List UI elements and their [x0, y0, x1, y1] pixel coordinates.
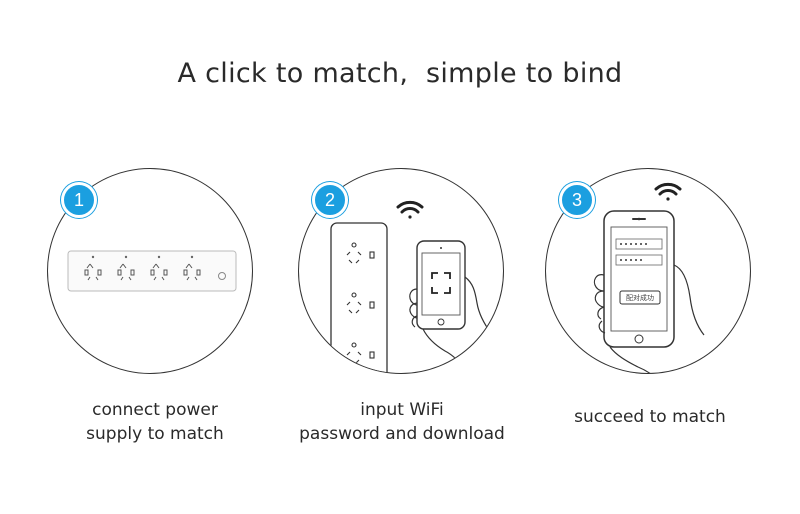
phone-scan-icon: [330, 200, 492, 373]
step-1-illustration: [47, 168, 253, 374]
step-3-caption-line-1: succeed to match: [574, 407, 726, 427]
step-2-caption-line-2: password and download: [299, 424, 505, 444]
headline: A click to match, simple to bind: [177, 58, 623, 89]
step-2: 2: [298, 168, 504, 374]
step-2-caption: input WiFi password and download: [282, 398, 522, 446]
step-1-caption-line-1: connect power: [92, 400, 218, 420]
step-1-caption: connect power supply to match: [40, 398, 270, 446]
step-1: 1: [47, 168, 253, 374]
step-3: 配对成功 3: [545, 168, 751, 374]
power-strip-icon: [67, 250, 237, 292]
wifi-icon: [396, 200, 424, 219]
phone-success-icon: 配对成功: [593, 182, 705, 373]
scan-icon: [431, 272, 451, 294]
step-3-caption: succeed to match: [535, 405, 765, 429]
step-1-badge: 1: [61, 182, 97, 218]
step-3-badge: 3: [559, 182, 595, 218]
wifi-icon: [654, 182, 682, 201]
phone-success-button-label: 配对成功: [626, 293, 654, 302]
step-2-badge: 2: [312, 182, 348, 218]
step-2-caption-line-1: input WiFi: [360, 400, 444, 420]
step-1-caption-line-2: supply to match: [86, 424, 224, 444]
